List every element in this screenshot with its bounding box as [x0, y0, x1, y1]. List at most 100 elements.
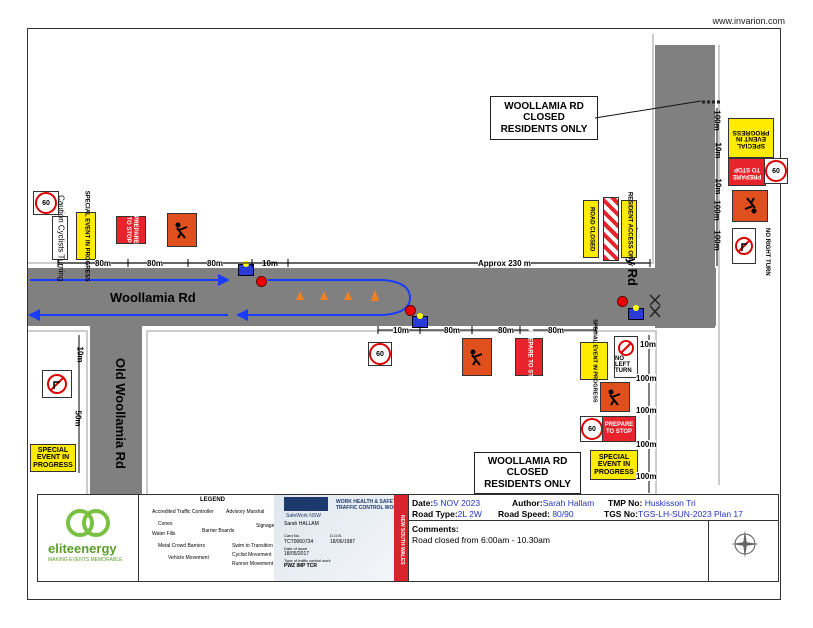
jervis-bay-road: [655, 45, 715, 328]
dim-100m: 100m: [636, 472, 657, 481]
dim-100m: 100m: [712, 200, 722, 221]
road-speed-field: Road Speed: 80/90: [498, 509, 574, 519]
card-dob-label: D.O.B.: [330, 533, 343, 538]
worker-sign: [732, 190, 768, 222]
special-event-sign: SPECIAL EVENT IN PROGRESS: [590, 450, 638, 480]
traffic-controller-icon: [628, 305, 644, 320]
legend-item: Cyclist Movement: [232, 552, 272, 558]
north-arrow-icon: [731, 530, 759, 558]
special-event-sign: SPECIAL EVENT IN PROGRESS: [728, 118, 774, 158]
legend-item: Runner Movement: [232, 561, 274, 567]
speed-sign-60: 60: [368, 342, 392, 366]
card-holder: Sarah HALLAM: [284, 521, 319, 527]
card-issue: 18/05/2017: [284, 551, 310, 557]
comments-text: Road closed from 6:00am - 10.30am: [412, 535, 550, 545]
dim-10m: 10m: [713, 142, 723, 159]
traffic-controller-icon: [238, 261, 254, 276]
tmp-field: TMP No: Huskisson Tri: [608, 498, 696, 508]
tgs-field: TGS No:TGS-LH-SUN-2023 Plan 17: [604, 509, 743, 519]
dim-100m: 100m: [636, 374, 657, 383]
dim-80m: 80m: [498, 326, 515, 335]
watermark: www.invarion.com: [712, 16, 785, 26]
old-woollamia-road: [90, 326, 142, 494]
accreditation-card: SafeWork NSW WORK HEALTH & SAFETY TRAFFI…: [274, 495, 409, 581]
dim-50m: 50m: [73, 410, 83, 427]
cone-icon: [344, 291, 352, 300]
card-no: TCT0060734: [284, 539, 314, 545]
stop-slow-bat-icon: [617, 296, 628, 307]
road-closed-board: ROAD CLOSED: [583, 200, 599, 258]
special-event-sign: SPECIAL EVENT IN PROGRESS: [580, 319, 608, 403]
legend-item: Signage: [256, 523, 275, 529]
dimension-line-approx: [252, 259, 651, 267]
dim-80m: 80m: [95, 259, 112, 268]
no-right-turn-sign: [732, 228, 756, 264]
old-woollamia-rd-label: Old Woollamia Rd: [113, 358, 128, 469]
date-field: Date:5 NOV 2023: [412, 498, 481, 508]
legend-title: LEGEND: [200, 497, 226, 503]
kerb-right: [718, 45, 775, 485]
logo-tagline: MAKING EVENTS MEMORABLE: [48, 557, 123, 563]
dim-80m: 80m: [444, 326, 461, 335]
cone-icon: [320, 291, 328, 300]
nsw-logo-icon: [284, 497, 328, 511]
stop-slow-bat-icon: [256, 276, 267, 287]
woollamia-rd-label: Woollamia Rd: [110, 290, 196, 305]
legend-item: Accredited Traffic Controller: [152, 509, 214, 515]
worker-sign: [462, 338, 492, 376]
worker-sign: [600, 382, 630, 412]
dim-80m: 80m: [548, 326, 565, 335]
dim-approx-230m: Approx 230 m: [478, 259, 531, 268]
dim-10m: 10m: [713, 178, 723, 195]
prepare-to-stop-sign: PREPARE TO STOP: [602, 416, 636, 442]
legend-item: Cones: [158, 521, 173, 527]
card-title: WORK HEALTH & SAFETY TRAFFIC CONTROL WOR…: [336, 499, 401, 511]
card-side-band: NEW SOUTH WALES: [394, 495, 408, 581]
worker-sign: [167, 213, 197, 247]
legend-item: Swim to Transition: [232, 543, 273, 549]
dim-10m: 10m: [75, 346, 85, 363]
barrier-board: [603, 197, 619, 261]
dim-80m: 80m: [147, 259, 164, 268]
caution-cyclists-sign: Caution Cyclists Turning: [52, 195, 68, 281]
title-block: eliteenergy MAKING EVENTS MEMORABLE LEGE…: [37, 494, 779, 582]
dimension-line-old-woollamia: [78, 335, 80, 473]
dim-100m: 100m: [712, 230, 722, 251]
callout-leader: [595, 100, 702, 119]
no-right-turn-text: NO RIGHT TURN: [764, 228, 770, 276]
special-event-sign: SPECIAL EVENT IN PROGRESS: [76, 191, 96, 281]
special-event-sign: SPECIAL EVENT IN PROGRESS: [30, 444, 76, 472]
card-agency: SafeWork NSW: [286, 513, 321, 519]
road-type-field: Road Type:2L 2W: [412, 509, 482, 519]
dim-100m: 100m: [636, 406, 657, 415]
dimension-line-south: [648, 335, 650, 493]
dim-10m: 10m: [393, 326, 410, 335]
card-no-label: Card No.: [284, 533, 301, 538]
cone-icon: [296, 291, 304, 300]
stop-slow-bat-icon: [405, 305, 416, 316]
speed-sign-60: 60: [764, 158, 788, 184]
comments-label: Comments:: [412, 524, 459, 534]
dim-80m: 80m: [207, 259, 224, 268]
speed-sign-60: 60: [580, 416, 604, 442]
north-arrow-cell: [708, 520, 779, 581]
cyclist-movement-arrows: [28, 274, 412, 321]
info-divider: [408, 520, 778, 521]
dim-100m: 100m: [636, 440, 657, 449]
speed-sign-60: 60: [33, 191, 59, 215]
prepare-to-stop-sign: PREPARE TO STOP: [728, 158, 766, 186]
dimension-line-south-side: [377, 326, 597, 334]
resident-access-board: RESIDENT ACCESS ONLY: [621, 192, 637, 266]
cyclist-arrow-loop: [236, 279, 412, 321]
card-issue-label: Date of issue: [284, 546, 308, 551]
barrier-icon: [649, 294, 661, 318]
author-field: Author:Sarah Hallam: [512, 498, 595, 508]
kerb-bottom-left: [28, 330, 88, 496]
card-type: PWZ IMP TCR: [284, 563, 317, 569]
legend-item: Water Fills: [152, 531, 176, 537]
legend-item: Vehicle Movement: [168, 555, 209, 561]
prepare-to-stop-sign: PREPARE TO STOP: [515, 329, 543, 385]
barrier-icon: [702, 100, 720, 104]
legend-item: Barrier Boards: [202, 528, 235, 534]
